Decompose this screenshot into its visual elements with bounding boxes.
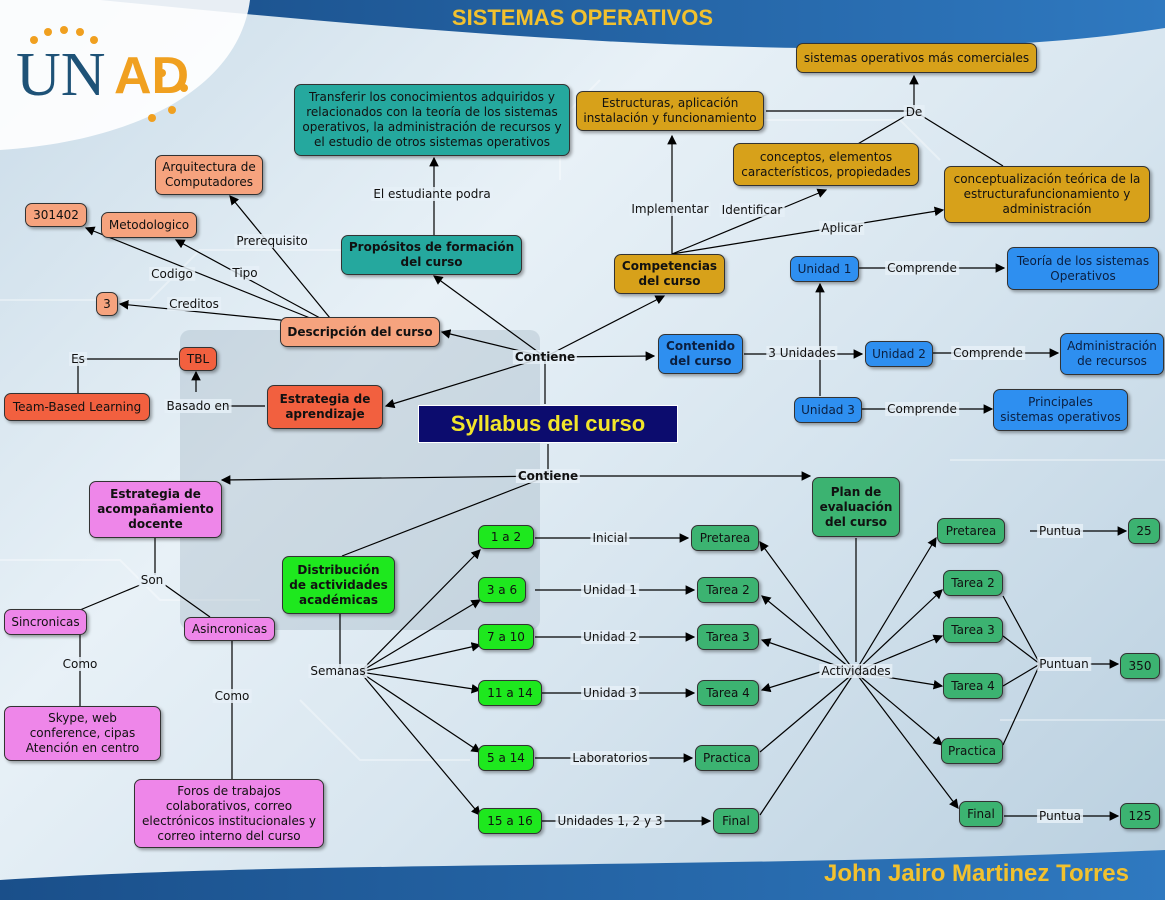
logo-corner: [0, 0, 250, 150]
node-tarea4[interactable]: Tarea 4: [697, 680, 759, 706]
top-banner: [100, 0, 1165, 49]
unad-logo: UN AD: [12, 18, 212, 128]
node-metodologico[interactable]: Metodologico: [101, 212, 197, 238]
node-sistemas-comerciales[interactable]: sistemas operativos más comerciales: [796, 43, 1037, 73]
label-son: Son: [138, 573, 166, 587]
node-foros[interactable]: Foros de trabajos colaborativos, correo …: [134, 779, 324, 848]
label-codigo: Codigo: [149, 267, 195, 281]
label-comprende-1: Comprende: [885, 261, 959, 275]
node-week-15-16[interactable]: 15 a 16: [478, 808, 542, 834]
node-plan[interactable]: Plan de evaluación del curso: [812, 477, 900, 537]
node-propositos[interactable]: Propósitos de formación del curso: [341, 235, 522, 275]
label-unidad-2: Unidad 2: [581, 630, 639, 644]
label-estudiante: El estudiante podra: [371, 187, 493, 201]
label-unidades-123: Unidades 1, 2 y 3: [555, 814, 665, 828]
node-contenido[interactable]: Contenido del curso: [658, 334, 743, 374]
label-identificar: Identificar: [719, 203, 785, 217]
node-acompanamiento[interactable]: Estrategia de acompañamiento docente: [89, 481, 222, 538]
label-es: Es: [69, 352, 87, 366]
label-unidad-1: Unidad 1: [581, 583, 639, 597]
node-administracion[interactable]: Administración de recursos: [1060, 333, 1164, 375]
label-inicial: Inicial: [590, 531, 630, 545]
node-eval-tarea2[interactable]: Tarea 2: [943, 570, 1003, 596]
label-puntuan: Puntuan: [1037, 657, 1091, 671]
node-eval-tarea4[interactable]: Tarea 4: [943, 673, 1003, 699]
label-comprende-3: Comprende: [885, 402, 959, 416]
label-unidad-3: Unidad 3: [581, 686, 639, 700]
node-eval-tarea3[interactable]: Tarea 3: [943, 617, 1003, 643]
node-asincronicas[interactable]: Asincronicas: [184, 617, 275, 641]
node-conceptualizacion[interactable]: conceptualización teórica de la estructu…: [944, 166, 1150, 223]
node-eval-final[interactable]: Final: [959, 801, 1003, 827]
label-de: De: [903, 105, 925, 119]
node-unidad2[interactable]: Unidad 2: [865, 341, 933, 367]
node-tarea2[interactable]: Tarea 2: [697, 577, 759, 603]
label-contiene-bottom: Contiene: [515, 469, 581, 483]
node-tbl[interactable]: TBL: [179, 347, 217, 371]
label-prerequisito: Prerequisito: [234, 234, 310, 248]
author-name: John Jairo Martinez Torres: [824, 860, 1129, 887]
label-comprende-2: Comprende: [951, 346, 1025, 360]
node-syllabus[interactable]: Syllabus del curso: [418, 405, 678, 443]
node-teoria[interactable]: Teoría de los sistemas Operativos: [1007, 247, 1159, 290]
node-course-code[interactable]: 301402: [25, 203, 87, 227]
node-score-25[interactable]: 25: [1128, 518, 1160, 544]
node-tarea3[interactable]: Tarea 3: [697, 624, 759, 650]
label-aplicar: Aplicar: [819, 221, 865, 235]
node-week-7-10[interactable]: 7 a 10: [478, 624, 534, 650]
node-practica[interactable]: Practica: [695, 745, 759, 771]
label-semanas: Semanas: [308, 664, 368, 678]
label-creditos: Creditos: [167, 297, 221, 311]
node-unidad1[interactable]: Unidad 1: [790, 256, 859, 282]
label-tres-unidades: 3 Unidades: [766, 346, 838, 360]
label-actividades: Actividades: [819, 664, 893, 678]
node-estrategia-aprendizaje[interactable]: Estrategia de aprendizaje: [267, 385, 383, 429]
label-basado-en: Basado en: [164, 399, 232, 413]
node-estructuras[interactable]: Estructuras, aplicación instalación y fu…: [576, 91, 764, 131]
node-eval-practica[interactable]: Practica: [941, 738, 1003, 764]
node-unidad3[interactable]: Unidad 3: [794, 397, 862, 423]
page-title: SISTEMAS OPERATIVOS: [451, 5, 714, 30]
node-eval-pretarea[interactable]: Pretarea: [937, 518, 1005, 544]
node-conceptos[interactable]: conceptos, elementos característicos, pr…: [733, 143, 919, 186]
node-principales[interactable]: Principales sistemas operativos: [993, 389, 1128, 431]
node-score-125[interactable]: 125: [1120, 803, 1160, 829]
node-week-3-6[interactable]: 3 a 6: [478, 577, 526, 603]
node-competencias[interactable]: Competencias del curso: [614, 254, 725, 294]
node-week-11-14[interactable]: 11 a 14: [478, 680, 542, 706]
label-puntua-2: Puntua: [1037, 809, 1083, 823]
label-laboratorios: Laboratorios: [570, 751, 650, 765]
node-week-1-2[interactable]: 1 a 2: [478, 525, 534, 549]
node-arquitectura[interactable]: Arquitectura de Computadores: [155, 155, 263, 195]
label-como-1: Como: [60, 657, 100, 671]
node-team-based[interactable]: Team-Based Learning: [4, 393, 150, 421]
node-score-350[interactable]: 350: [1120, 653, 1160, 679]
logo-ad: AD: [114, 47, 190, 105]
logo-un: UN: [16, 41, 106, 109]
bottom-banner: [0, 850, 1165, 900]
label-contiene-top: Contiene: [512, 350, 578, 364]
node-creditos-value[interactable]: 3: [96, 292, 118, 316]
label-puntua-1: Puntua: [1037, 524, 1083, 538]
node-final[interactable]: Final: [713, 808, 759, 834]
node-skype[interactable]: Skype, web conference, cipas Atención en…: [4, 706, 161, 761]
node-sincronicas[interactable]: Sincronicas: [4, 609, 87, 635]
label-implementar: Implementar: [629, 202, 711, 216]
label-tipo: Tipo: [230, 266, 260, 280]
node-descripcion[interactable]: Descripción del curso: [280, 317, 440, 347]
node-week-5-14[interactable]: 5 a 14: [478, 745, 534, 771]
node-distribucion[interactable]: Distribución de actividades académicas: [282, 556, 395, 614]
label-como-2: Como: [212, 689, 252, 703]
node-transferir[interactable]: Transferir los conocimientos adquiridos …: [294, 84, 570, 156]
node-pretarea[interactable]: Pretarea: [691, 525, 759, 551]
